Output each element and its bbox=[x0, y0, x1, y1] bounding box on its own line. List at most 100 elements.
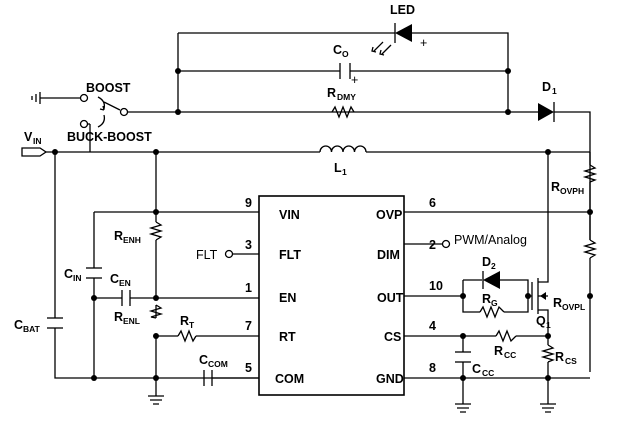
q1-label-main: Q bbox=[536, 314, 546, 328]
cbat-label-main: C bbox=[14, 318, 23, 332]
rcs-resistor bbox=[540, 344, 556, 363]
rovph-label-sub: OVPH bbox=[560, 186, 584, 196]
d1-label-sub: 1 bbox=[552, 86, 557, 96]
d2-diode bbox=[482, 271, 500, 289]
pin-10-number: 10 bbox=[429, 279, 443, 293]
cbat-capacitor bbox=[47, 317, 63, 329]
ccc-capacitor bbox=[455, 351, 471, 363]
ic-body bbox=[258, 195, 405, 396]
rt-resistor bbox=[177, 329, 197, 343]
pin-3-number: 3 bbox=[245, 238, 252, 252]
pin-6-number: 6 bbox=[429, 196, 436, 210]
co-label-main: C bbox=[333, 43, 342, 57]
renl-resistor bbox=[148, 304, 164, 319]
boost-label: BOOST bbox=[86, 81, 131, 95]
rdmy-label-main: R bbox=[327, 86, 336, 100]
pin-1-number: 1 bbox=[245, 281, 252, 295]
led-diode bbox=[371, 23, 412, 56]
left-ground bbox=[148, 395, 164, 405]
rovph-label-main: R bbox=[551, 180, 560, 194]
ccc-label-sub: CC bbox=[482, 368, 494, 378]
pin-com-name: COM bbox=[275, 372, 304, 386]
pin-en-name: EN bbox=[279, 291, 296, 305]
l1-label-main: L bbox=[334, 161, 342, 175]
cen-label-main: C bbox=[110, 272, 119, 286]
pin-7-number: 7 bbox=[245, 319, 252, 333]
co-label-sub: O bbox=[342, 49, 349, 59]
vin-terminal bbox=[21, 147, 48, 157]
ccom-label-main: C bbox=[199, 353, 208, 367]
l1-inductor bbox=[319, 145, 367, 153]
ccom-label-sub: COM bbox=[208, 359, 228, 369]
cin-capacitor bbox=[86, 267, 102, 279]
pin-cs-name: CS bbox=[384, 330, 401, 344]
right-network-wires bbox=[404, 152, 591, 404]
d1-diode bbox=[538, 102, 555, 122]
rg-label-sub: G bbox=[491, 298, 498, 308]
q1-mosfet bbox=[531, 275, 549, 316]
pin-vin-name: VIN bbox=[279, 208, 300, 222]
led-label: LED bbox=[390, 3, 415, 17]
pin-4-number: 4 bbox=[429, 319, 436, 333]
rg-label-main: R bbox=[482, 292, 491, 306]
rcs-label-main: R bbox=[555, 350, 564, 364]
renh-label-sub: ENH bbox=[123, 235, 141, 245]
right-junctions bbox=[460, 149, 593, 381]
mode-switch bbox=[79, 93, 129, 129]
left-junctions bbox=[52, 68, 511, 381]
flt-external-label: FLT bbox=[196, 248, 218, 262]
rcc-label-sub: CC bbox=[504, 350, 516, 360]
pin-5-number: 5 bbox=[245, 361, 252, 375]
co-capacitor bbox=[339, 63, 351, 79]
ccom-capacitor bbox=[203, 370, 213, 386]
pin-8-number: 8 bbox=[429, 361, 436, 375]
pin-out-name: OUT bbox=[377, 291, 404, 305]
vin-label-main: V bbox=[24, 130, 33, 144]
led-plus: + bbox=[420, 36, 427, 50]
rg-resistor bbox=[479, 305, 505, 319]
rt-label-sub: T bbox=[189, 320, 195, 330]
vin-label-sub: IN bbox=[33, 136, 42, 146]
top-loop-wires bbox=[177, 32, 509, 113]
rdmy-resistor bbox=[331, 105, 355, 119]
pin-rt-name: RT bbox=[279, 330, 296, 344]
cin-label-sub: IN bbox=[73, 273, 82, 283]
cen-label-sub: EN bbox=[119, 278, 131, 288]
cin-label-main: C bbox=[64, 267, 73, 281]
d1-label-main: D bbox=[542, 80, 551, 94]
co-plus: + bbox=[351, 73, 358, 87]
d2-label-sub: 2 bbox=[491, 261, 496, 271]
rt-label-main: R bbox=[180, 314, 189, 328]
rovpl-label-sub: OVPL bbox=[562, 302, 585, 312]
renl-label-main: R bbox=[114, 310, 123, 324]
rcc-label-main: R bbox=[494, 344, 503, 358]
rovph-resistor bbox=[582, 164, 598, 183]
d2-label-main: D bbox=[482, 255, 491, 269]
renl-label-sub: ENL bbox=[123, 316, 140, 326]
pin-gnd-name: GND bbox=[376, 372, 404, 386]
right-grounds bbox=[455, 403, 556, 413]
pwm-terminal bbox=[404, 239, 451, 249]
rovpl-label-main: R bbox=[553, 296, 562, 310]
cen-capacitor bbox=[121, 290, 131, 306]
renh-resistor bbox=[148, 221, 164, 241]
flt-terminal bbox=[224, 249, 234, 259]
renh-label-main: R bbox=[114, 229, 123, 243]
pin-dim-name: DIM bbox=[377, 248, 400, 262]
buck-boost-label: BUCK-BOOST bbox=[67, 130, 152, 144]
pin-9-number: 9 bbox=[245, 196, 252, 210]
pwm-analog-label: PWM/Analog bbox=[454, 233, 527, 247]
ccc-label-main: C bbox=[472, 362, 481, 376]
left-network-wires bbox=[54, 152, 259, 396]
pin-ovp-name: OVP bbox=[376, 208, 402, 222]
rcs-label-sub: CS bbox=[565, 356, 577, 366]
q1-label-sub: 1 bbox=[546, 320, 551, 330]
rovpl-resistor bbox=[582, 212, 598, 296]
l1-label-sub: 1 bbox=[342, 167, 347, 177]
cbat-label-sub: BAT bbox=[23, 324, 41, 334]
rcc-resistor bbox=[495, 329, 517, 343]
vin-rail bbox=[46, 124, 590, 153]
rdmy-label-sub: DMY bbox=[337, 92, 356, 102]
